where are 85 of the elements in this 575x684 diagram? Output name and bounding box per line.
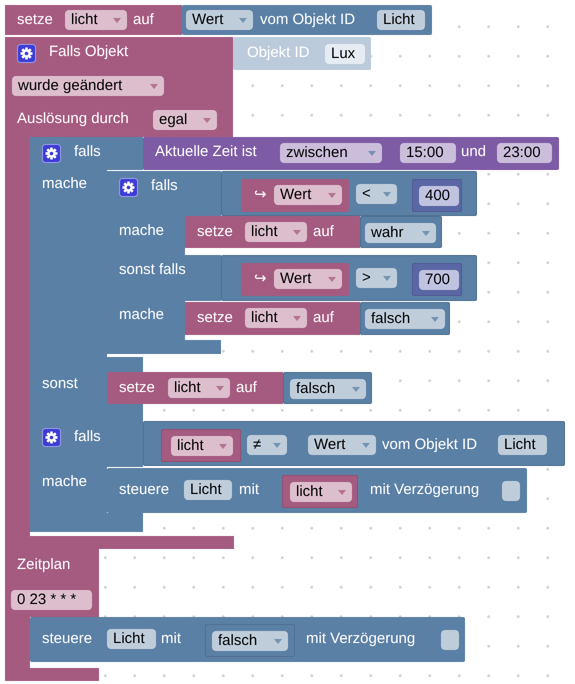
text-field: 23:00 bbox=[497, 143, 552, 163]
set-variable-block bbox=[185, 216, 442, 248]
text-field: Licht bbox=[377, 10, 425, 30]
dropdown-field: falsch bbox=[365, 309, 445, 329]
variable-block bbox=[282, 475, 358, 508]
dropdown-field: egal bbox=[153, 110, 217, 130]
time-condition-block bbox=[143, 137, 559, 170]
dropdown-field: licht bbox=[245, 308, 307, 328]
block-label: sonst bbox=[42, 375, 78, 393]
dropdown-field: Wert bbox=[274, 185, 342, 205]
dropdown-field: falsch bbox=[290, 379, 366, 399]
block-label: Aktuelle Zeit ist bbox=[155, 143, 257, 161]
dropdown-field: licht bbox=[171, 436, 233, 456]
block-label: auf bbox=[313, 223, 334, 241]
set-variable-block bbox=[5, 5, 432, 35]
dropdown-field: ≠ bbox=[247, 435, 287, 455]
text-field: 15:00 bbox=[400, 143, 456, 163]
text-field: Licht bbox=[498, 435, 547, 455]
block-label: Auslösung durch bbox=[17, 110, 129, 128]
boolean-block bbox=[360, 302, 450, 335]
dropdown-field: licht bbox=[245, 222, 307, 242]
block-label: mit Verzögerung bbox=[306, 630, 416, 648]
block-label: setze bbox=[119, 379, 155, 397]
block-label: auf bbox=[236, 379, 257, 397]
block-label: mit bbox=[239, 481, 259, 499]
block-label: mit bbox=[161, 630, 181, 648]
block-label: auf bbox=[133, 11, 154, 29]
object-value-block bbox=[182, 5, 432, 35]
dropdown-field: licht bbox=[65, 10, 127, 30]
block-label: ↪ bbox=[254, 186, 267, 204]
device-control-block bbox=[107, 468, 527, 513]
dropdown-field: wahr bbox=[365, 223, 436, 243]
set-variable-block bbox=[185, 302, 450, 335]
block-label: mache bbox=[42, 175, 88, 193]
block-label: vom Objekt ID bbox=[260, 11, 356, 29]
block-label: setze bbox=[197, 223, 233, 241]
block-label: steuere bbox=[42, 630, 92, 648]
text-field: 0 23 * * * bbox=[11, 590, 92, 610]
text-field: Lux bbox=[325, 44, 365, 64]
block-label: ↪ bbox=[254, 270, 267, 288]
block-label: Objekt ID bbox=[247, 44, 310, 62]
block-label: mache bbox=[42, 473, 88, 491]
dropdown-field: zwischen bbox=[280, 143, 382, 163]
variable-block bbox=[241, 263, 349, 296]
dropdown-field: Wert bbox=[274, 269, 342, 289]
dropdown-field: falsch bbox=[212, 631, 288, 651]
text-field: Licht bbox=[107, 629, 156, 649]
block-label: sonst falls bbox=[119, 261, 186, 279]
dropdown-field: < bbox=[356, 184, 397, 204]
number-block bbox=[412, 179, 462, 212]
block-label: mache bbox=[119, 222, 164, 240]
boolean-block bbox=[283, 372, 372, 404]
variable-block bbox=[241, 179, 349, 212]
boolean-block bbox=[205, 624, 295, 657]
object-id-block bbox=[233, 37, 371, 70]
block-label: setze bbox=[17, 11, 53, 29]
number-field: 700 bbox=[419, 270, 459, 290]
number-block bbox=[412, 263, 462, 296]
block-label: vom Objekt ID bbox=[382, 436, 478, 454]
number-field: 400 bbox=[419, 186, 459, 206]
dropdown-field: wurde geändert bbox=[12, 76, 164, 96]
block-label: Falls Objekt bbox=[49, 43, 128, 61]
dropdown-field: > bbox=[356, 268, 397, 288]
dropdown-field: Wert bbox=[308, 435, 376, 455]
block-label: steuere bbox=[119, 481, 170, 499]
block-label: falls bbox=[74, 143, 101, 161]
compare-block bbox=[143, 421, 565, 466]
dropdown-field: licht bbox=[290, 482, 352, 502]
text-field: Licht bbox=[184, 480, 232, 500]
block-label: falls bbox=[151, 177, 178, 195]
boolean-block bbox=[360, 216, 442, 248]
block-label: falls bbox=[74, 428, 101, 446]
dropdown-field: licht bbox=[168, 378, 230, 398]
block-label: mit Verzögerung bbox=[370, 481, 480, 499]
device-control-block bbox=[30, 617, 465, 662]
block-label: mache bbox=[119, 306, 164, 324]
block-label: Zeitplan bbox=[17, 556, 70, 574]
variable-block bbox=[161, 429, 241, 462]
block-label: auf bbox=[313, 309, 334, 327]
dropdown-field: Wert bbox=[186, 10, 253, 30]
compare-block bbox=[221, 171, 477, 216]
compare-block bbox=[221, 255, 477, 301]
block-label: und bbox=[461, 143, 486, 161]
set-variable-block bbox=[107, 372, 372, 404]
block-label: setze bbox=[197, 309, 233, 327]
